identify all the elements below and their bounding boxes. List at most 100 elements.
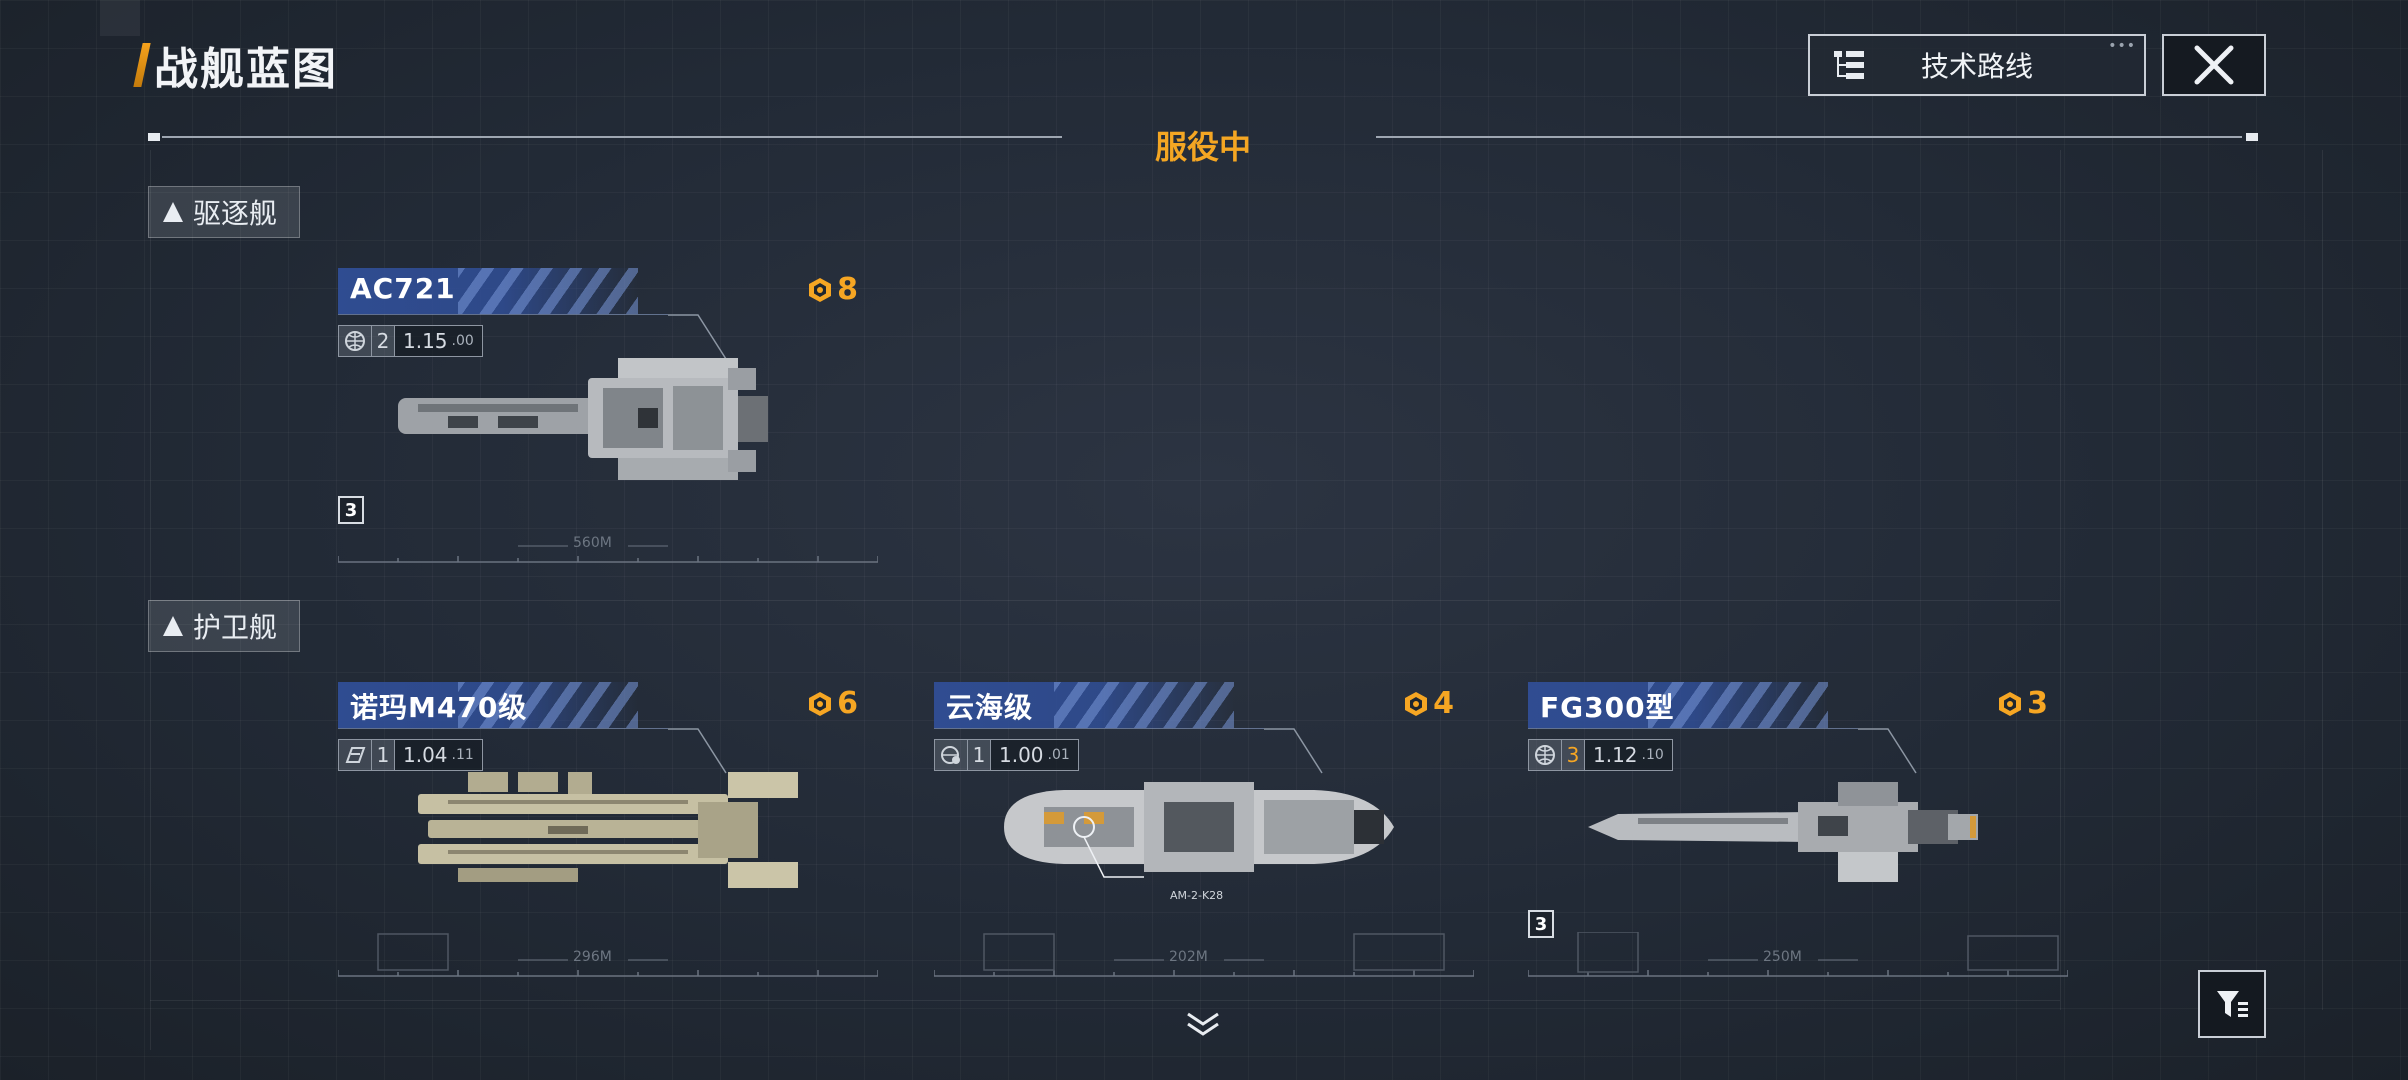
category-label: 驱逐舰	[193, 197, 278, 230]
tech-route-button[interactable]: 技术路线 •••	[1808, 34, 2146, 96]
ship-length: 202M	[1169, 949, 1208, 965]
filter-icon	[2217, 991, 2248, 1017]
ship-scale-bar	[1528, 932, 2068, 977]
decor-line	[150, 150, 151, 1050]
category-tag-destroyer[interactable]: 驱逐舰	[148, 186, 301, 238]
collapse-triangle-icon	[163, 202, 183, 222]
ship-version: 1.00.01	[990, 739, 1079, 771]
ship-name-bar: 云海级	[934, 682, 1234, 728]
weapon-callout: AM-2-K28	[1170, 889, 1224, 902]
globe-icon	[1528, 739, 1562, 771]
ship-ac721-image	[398, 358, 768, 480]
category-label: 护卫舰	[193, 611, 278, 644]
blueprint-count-icon	[809, 277, 832, 302]
leader-line	[668, 728, 727, 774]
ship-card-yunhai[interactable]: 云海级 4 1 1.00.01 AM-2-K28	[934, 682, 1474, 982]
ship-name-bar: FG300型	[1528, 682, 1828, 728]
close-button[interactable]	[2162, 34, 2266, 96]
tech-route-label: 技术路线	[1920, 50, 2033, 83]
blueprint-count-icon	[1405, 691, 1428, 716]
ship-length: 250M	[1763, 949, 1802, 965]
ship-norma-m470-image	[418, 772, 798, 888]
page-title: 战舰蓝图	[154, 44, 338, 95]
status-divider: 服役中	[148, 122, 2258, 166]
status-label: 服役中	[1154, 128, 1251, 166]
version-minor: .10	[1641, 747, 1664, 763]
name-underline	[934, 728, 1264, 729]
name-underline	[338, 314, 668, 315]
filter-button[interactable]	[2198, 970, 2266, 1038]
ship-stats: 1 1.04.11	[338, 738, 483, 772]
page-title-group: 战舰蓝图	[133, 40, 338, 95]
decor-line	[2322, 150, 2323, 1010]
ship-count: 3	[1997, 686, 2048, 721]
ship-fg300-image	[1588, 782, 1978, 882]
blueprint-count-icon	[1999, 691, 2022, 716]
version-major: 1.15	[403, 329, 448, 353]
gear-globe-icon	[934, 739, 968, 771]
ship-name: 诺玛M470级	[350, 691, 528, 724]
ship-length: 560M	[573, 535, 612, 551]
ship-tier: 2	[372, 325, 394, 357]
tech-route-dots: •••	[2108, 38, 2136, 54]
leader-line	[1264, 728, 1323, 774]
flag-icon	[338, 739, 372, 771]
ship-name-bar: 诺玛M470级	[338, 682, 638, 728]
count-value: 4	[1433, 686, 1454, 721]
decor-line	[2060, 150, 2061, 1010]
ship-stats: 3 1.12.10	[1528, 738, 1673, 772]
ship-version: 1.12.10	[1584, 739, 1673, 771]
version-minor: .11	[451, 747, 474, 763]
version-major: 1.04	[403, 743, 448, 767]
version-major: 1.00	[999, 743, 1044, 767]
ship-card-fg300[interactable]: FG300型 3 3 1.12.10 3	[1528, 682, 2068, 982]
tier-corner-badge: 3	[1528, 910, 1554, 938]
name-underline	[338, 728, 668, 729]
ship-stats: 1 1.00.01	[934, 738, 1079, 772]
ship-card-norma-m470[interactable]: 诺玛M470级 6 1 1.04.11	[338, 682, 878, 982]
ship-name: AC721	[350, 272, 456, 305]
decor-line	[150, 600, 2060, 601]
tier-corner-badge: 3	[338, 496, 364, 524]
divider-line	[162, 136, 1062, 138]
ship-count: 4	[1403, 686, 1454, 721]
category-tag-frigate[interactable]: 护卫舰	[148, 600, 301, 652]
ship-count: 8	[807, 272, 858, 307]
version-minor: .00	[451, 333, 474, 349]
ship-tier: 1	[968, 739, 990, 771]
ship-length: 296M	[573, 949, 612, 965]
ship-card-ac721[interactable]: AC721 8 2 1.15.00 3	[338, 268, 878, 568]
blueprint-count-icon	[809, 691, 832, 716]
name-underline	[1528, 728, 1858, 729]
ship-stats: 2 1.15.00	[338, 324, 483, 358]
leader-line	[1858, 728, 1917, 774]
ship-name: 云海级	[946, 691, 1034, 724]
close-icon	[2194, 45, 2234, 85]
ship-version: 1.15.00	[394, 325, 483, 357]
ship-scale-bar	[338, 545, 878, 563]
ship-yunhai-image	[1004, 782, 1394, 878]
ship-scale-bar	[338, 933, 878, 977]
globe-icon	[338, 325, 372, 357]
tech-tree-icon	[1834, 51, 1864, 79]
ship-name: FG300型	[1540, 691, 1675, 724]
version-major: 1.12	[1593, 743, 1638, 767]
title-accent-bar	[133, 43, 151, 87]
corner-decor	[100, 0, 140, 36]
ship-scale-bar	[934, 933, 1474, 977]
divider-cap	[148, 133, 160, 141]
ship-tier: 3	[1562, 739, 1584, 771]
ship-name-bar: AC721	[338, 268, 638, 314]
collapse-triangle-icon	[163, 616, 183, 636]
leader-line	[668, 314, 727, 360]
ship-count: 6	[807, 686, 858, 721]
count-value: 6	[837, 686, 858, 721]
version-minor: .01	[1047, 747, 1070, 763]
count-value: 3	[2027, 686, 2048, 721]
scroll-down-chevron-icon[interactable]	[1184, 1010, 1222, 1040]
count-value: 8	[837, 272, 858, 307]
divider-cap	[2246, 133, 2258, 141]
ship-version: 1.04.11	[394, 739, 483, 771]
ship-tier: 1	[372, 739, 394, 771]
divider-line	[1376, 136, 2242, 138]
